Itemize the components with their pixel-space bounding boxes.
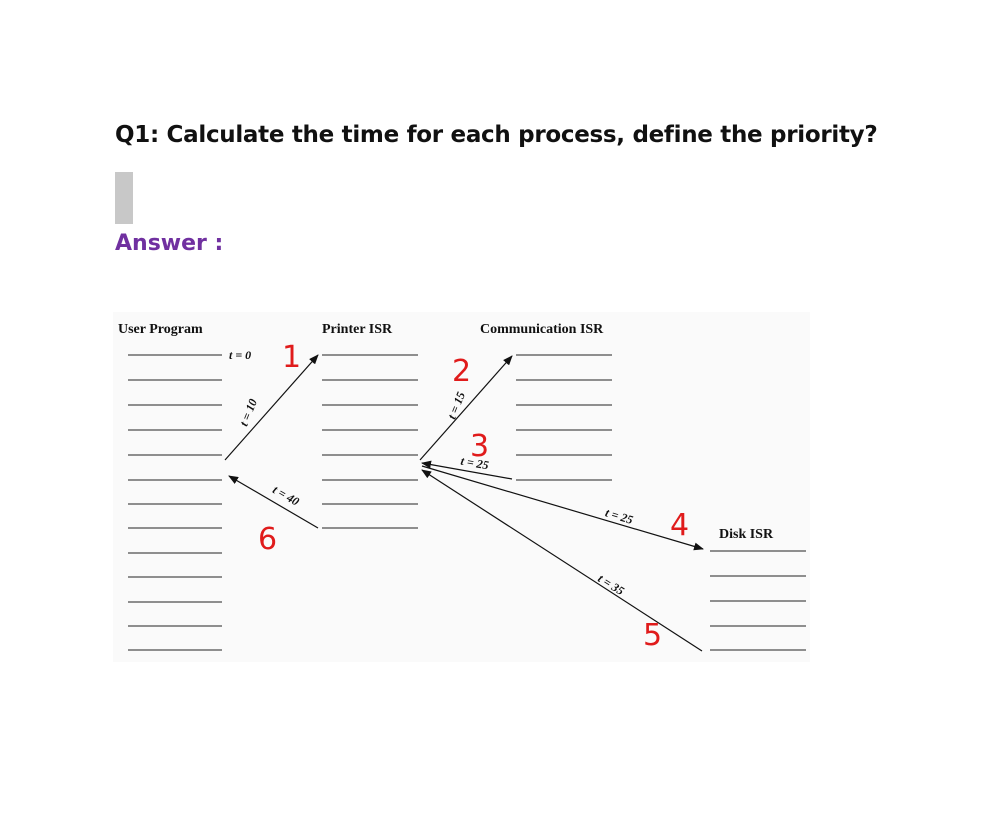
answer-label: Answer : [115, 231, 224, 256]
annotation-1: 1 [282, 340, 301, 375]
printer-isr-title: Printer ISR [322, 322, 393, 337]
question-text: Q1: Calculate the time for each process,… [115, 122, 878, 148]
communication-isr-title: Communication ISR [480, 322, 604, 337]
user-program-title: User Program [118, 322, 203, 337]
user-program-lines [128, 354, 222, 651]
diagram-background [113, 312, 810, 662]
arrow-printer-to-user [228, 475, 319, 529]
arrow-communication-to-printer [421, 460, 513, 480]
time-label-t0: t = 0 [229, 348, 251, 362]
disk-isr-lines [710, 550, 806, 651]
annotation-3: 3 [470, 429, 489, 464]
disk-isr-title: Disk ISR [719, 527, 774, 542]
time-label-t25-return: t = 25 [460, 454, 490, 473]
arrow-printer-to-communication [419, 355, 513, 461]
annotation-5: 5 [643, 618, 662, 653]
arrow-disk-to-printer [421, 469, 703, 652]
arrow-user-to-printer [224, 354, 319, 461]
printer-isr-lines [322, 354, 418, 529]
annotation-4: 4 [670, 508, 689, 543]
annotation-2: 2 [452, 354, 471, 389]
text-cursor-bar [115, 172, 133, 224]
communication-isr-lines [516, 354, 612, 481]
annotation-6: 6 [258, 522, 277, 557]
arrow-printer-to-disk [421, 465, 704, 551]
